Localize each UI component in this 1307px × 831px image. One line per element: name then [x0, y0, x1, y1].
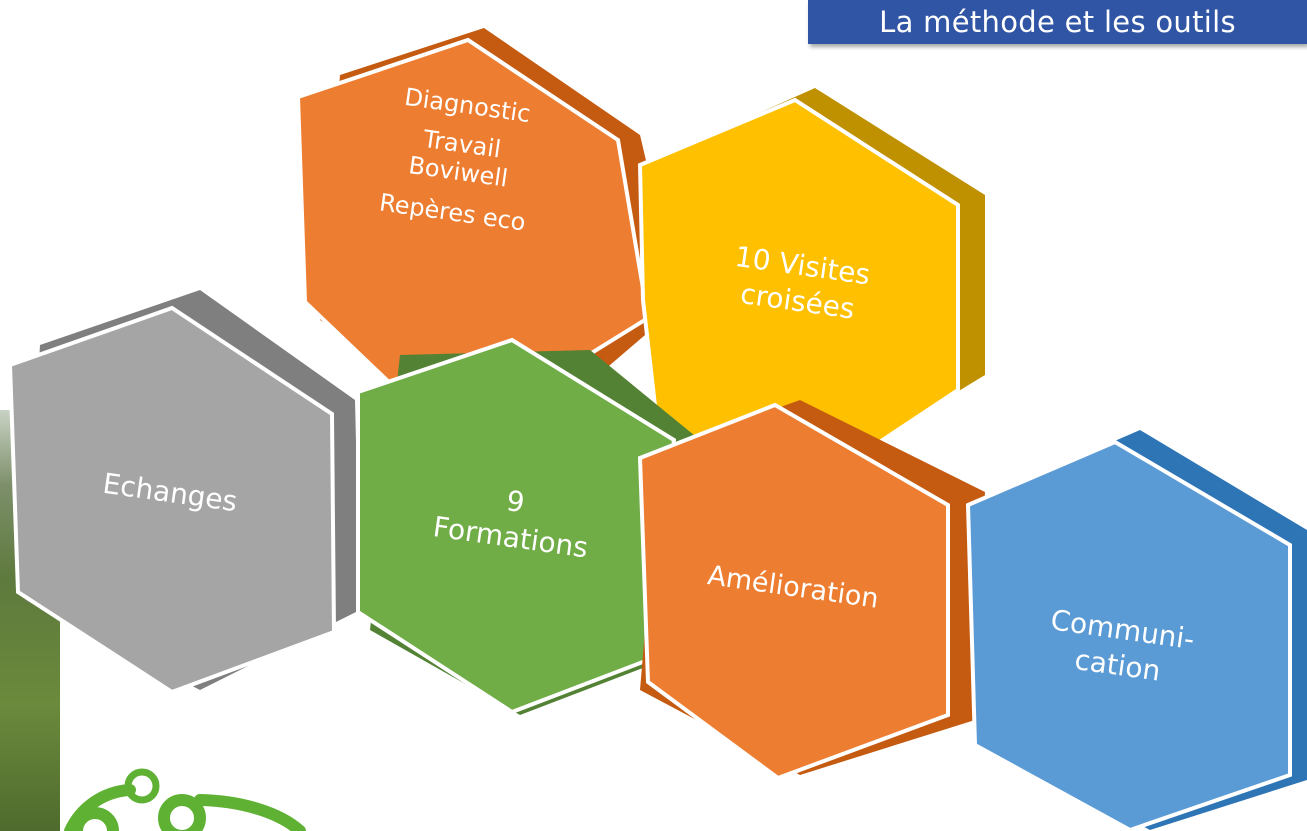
page-title: La méthode et les outils: [808, 0, 1307, 44]
hexagon-diagnostic-label: Diagnostic Travail Boviwell Repères eco: [351, 75, 569, 243]
hexagon-formations: [356, 337, 700, 715]
hexagon-amelioration: [637, 400, 985, 781]
hexagon-diagnostic: [295, 28, 680, 400]
people-network-logo: [64, 768, 306, 831]
hexagon-echanges: [7, 290, 360, 695]
hexagon-visites: [637, 88, 985, 468]
hexagon-communication: [965, 430, 1307, 831]
